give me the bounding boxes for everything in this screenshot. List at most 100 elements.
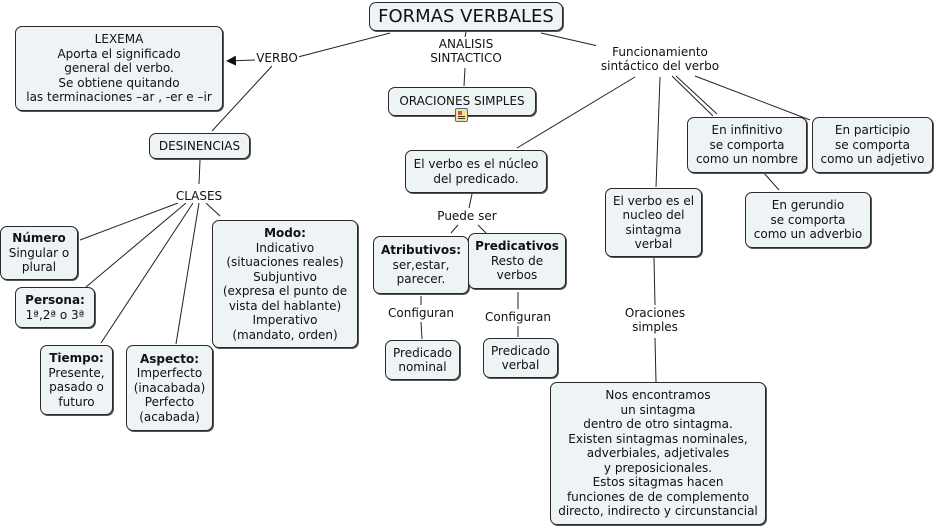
link-label-analisis-sintactico: ANALISIS SINTACTICO <box>424 37 508 65</box>
sintagma-line: directo, indirecto y circunstancial <box>558 504 758 519</box>
node-aspecto[interactable]: Aspecto: Imperfecto (inacabada) Perfecto… <box>126 345 213 431</box>
analisis-line: ANALISIS <box>438 37 494 51</box>
link-label-configuran-verbal: Configuran <box>482 310 554 324</box>
link-func-nucleo-pred <box>516 76 636 149</box>
lexema-line: Se obtiene quitando <box>58 75 180 90</box>
nucleo-sintagma-line: verbal <box>634 237 673 251</box>
funcionamiento-line: Funcionamiento <box>612 45 708 59</box>
sintagma-line: dentro de otro sintagma. <box>583 417 733 432</box>
desinencias-label: DESINENCIAS <box>158 138 241 153</box>
link-label-oraciones-simples: Oraciones simples <box>618 306 692 334</box>
sintagma-line: y preposicionales. <box>603 460 713 475</box>
root-node-title: FORMAS VERBALES <box>378 5 554 27</box>
link-verbo-desinencias <box>211 65 273 132</box>
sintagma-line: un sintagma <box>620 402 696 417</box>
document-image-icon[interactable] <box>455 108 468 122</box>
predicativos-line: Resto de <box>490 253 544 268</box>
lexema-line: general del verbo. <box>64 61 174 76</box>
link-clases-tiempo <box>100 202 194 344</box>
link-configuran-nominal <box>420 321 423 340</box>
link-func-infinitivo-b <box>675 75 718 115</box>
link-clases-modo <box>205 202 221 217</box>
persona-heading: Persona: <box>25 293 85 307</box>
aspecto-heading: Aspecto: <box>139 351 200 366</box>
infinitivo-line: se comporta <box>709 137 785 152</box>
node-modo[interactable]: Modo: Indicativo (situaciones reales) Su… <box>212 220 358 348</box>
link-nucleosint-oraciones <box>653 257 656 306</box>
node-lexema[interactable]: LEXEMA Aporta el significado general del… <box>15 26 223 111</box>
modo-line: (mandato, orden) <box>232 327 338 342</box>
aspecto-line: (acabada) <box>139 409 200 424</box>
tiempo-heading: Tiempo: <box>49 351 104 365</box>
node-atributivos[interactable]: Atributivos: ser,estar, parecer. <box>373 236 469 294</box>
predicativos-heading: Predicativos <box>475 239 559 254</box>
funcionamiento-line: sintáctico del verbo <box>600 59 720 73</box>
participio-line: En participio <box>834 123 911 138</box>
link-clases-numero <box>79 202 179 241</box>
node-numero[interactable]: Número Singular o plural <box>0 226 78 280</box>
link-label-verbo: VERBO <box>255 51 299 65</box>
link-clases-aspecto <box>175 202 200 345</box>
node-nucleo-predicado[interactable]: El verbo es el núcleo del predicado. <box>405 150 547 193</box>
node-predicado-verbal[interactable]: Predicado verbal <box>483 338 558 378</box>
node-infinitivo[interactable]: En infinitivo se comporta como un nombre <box>687 117 807 173</box>
node-persona[interactable]: Persona: 1ª,2ª o 3ª <box>15 287 95 328</box>
modo-line: Imperativo <box>252 313 318 327</box>
sintagma-line: Estos sitagmas hacen <box>592 475 724 490</box>
link-infinitivo-gerundio <box>762 171 780 191</box>
link-puedeser-predicativos <box>477 224 487 234</box>
predicado-nominal-line: nominal <box>398 360 447 374</box>
link-puedeser-atributivos <box>450 224 459 234</box>
numero-line: plural <box>21 260 57 275</box>
numero-line: Singular o <box>8 245 70 260</box>
oraciones-simples-link-line: simples <box>632 320 678 334</box>
aspecto-line: Perfecto <box>144 395 195 410</box>
aspecto-line: Imperfecto <box>136 366 203 381</box>
sintagma-line: adverbiales, adjetivales <box>586 446 730 461</box>
aspecto-line: (inacabada) <box>133 380 206 395</box>
sintagma-line: Nos encontramos <box>605 388 711 403</box>
link-label-clases: CLASES <box>172 189 226 203</box>
nucleo-predicado-line: El verbo es el núcleo <box>413 157 539 171</box>
link-oraciones-sintagma <box>654 337 657 383</box>
gerundio-line: como un adverbio <box>753 227 863 242</box>
persona-line: 1ª,2ª o 3ª <box>25 307 85 322</box>
node-tiempo[interactable]: Tiempo: Presente, pasado o futuro <box>40 345 113 415</box>
link-nucleo-puedeser <box>468 193 473 209</box>
link-desinencias-clases <box>198 159 201 185</box>
lexema-line: las terminaciones –ar , -er e –ir <box>26 90 212 105</box>
lexema-line: LEXEMA <box>94 32 144 47</box>
modo-heading: Modo: <box>264 226 306 240</box>
nucleo-sintagma-line: nucleo del <box>622 208 685 222</box>
tiempo-line: pasado o <box>49 380 104 394</box>
sintagma-line: funciones de de complemento <box>566 489 750 504</box>
lexema-line: Aporta el significado <box>57 46 181 61</box>
link-analisis-oraciones <box>463 67 466 87</box>
predicado-verbal-line: Predicado <box>491 343 550 358</box>
modo-line: (situaciones reales) <box>226 255 344 269</box>
node-desinencias[interactable]: DESINENCIAS <box>149 133 250 159</box>
node-sintagma[interactable]: Nos encontramos un sintagma dentro de ot… <box>550 382 766 525</box>
link-label-puede-ser: Puede ser <box>433 209 501 223</box>
nucleo-sintagma-line: sintagma <box>625 222 682 237</box>
modo-line: Subjuntivo <box>253 269 317 284</box>
tiempo-line: futuro <box>58 394 95 409</box>
link-title-funcionamiento <box>540 32 599 47</box>
node-predicativos[interactable]: Predicativos Resto de verbos <box>468 233 566 289</box>
node-predicado-nominal[interactable]: Predicado nominal <box>385 340 460 380</box>
node-nucleo-sintagma[interactable]: El verbo es el nucleo del sintagma verba… <box>605 188 702 257</box>
participio-line: como un adjetivo <box>820 152 925 167</box>
oraciones-simples-label: ORACIONES SIMPLES <box>399 94 525 109</box>
node-participio[interactable]: En participio se comporta como un adjeti… <box>812 117 933 173</box>
atributivos-line: ser,estar, <box>392 257 450 272</box>
predicado-verbal-line: verbal <box>501 358 540 372</box>
analisis-line: SINTACTICO <box>430 51 502 65</box>
root-node-formas-verbales[interactable]: FORMAS VERBALES <box>369 2 563 31</box>
participio-line: se comporta <box>834 137 911 152</box>
gerundio-line: En gerundio <box>771 198 845 213</box>
link-func-nucleo-sint <box>655 76 661 188</box>
node-gerundio[interactable]: En gerundio se comporta como un adverbio <box>745 192 871 248</box>
modo-line: Indicativo <box>255 240 315 255</box>
infinitivo-line: En infinitivo <box>711 123 783 138</box>
